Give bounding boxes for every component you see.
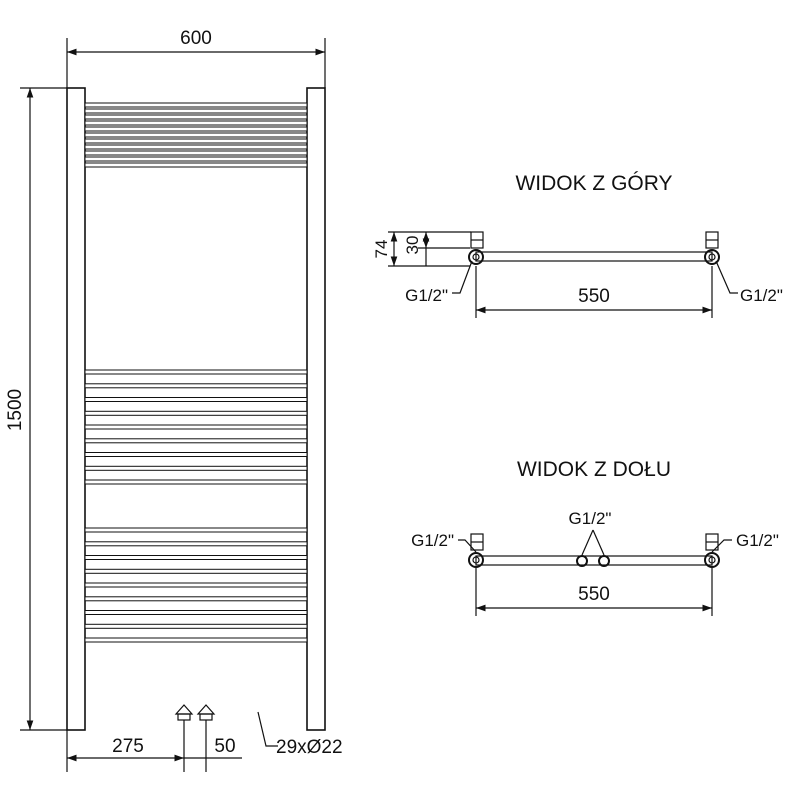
tube-10 (84, 156, 308, 162)
tube-25 (84, 582, 308, 588)
top-view-crossbar (475, 251, 713, 262)
top-right-connection-label: G1/2" (740, 286, 783, 305)
tube-7 (84, 138, 308, 144)
pipe-label: 30 (403, 236, 422, 255)
bottom-view-title: WIDOK Z DOŁU (517, 458, 671, 481)
tube-14 (84, 397, 308, 402)
bottom-view: WIDOK Z DOŁU G1/2" G1/2" G1/2" 550 (411, 458, 779, 616)
bottom-center-connection-label: G1/2" (569, 509, 612, 528)
tube-26 (84, 596, 308, 602)
bottom-right-connection-label: G1/2" (736, 531, 779, 550)
tube-28 (84, 623, 308, 629)
top-view-title: WIDOK Z GÓRY (515, 172, 672, 195)
tube-21 (84, 527, 308, 533)
offset-label: 275 (112, 736, 144, 757)
tube-4 (84, 120, 308, 126)
tube-20 (84, 479, 308, 485)
tube-23 (84, 555, 308, 560)
tube-3 (84, 114, 308, 120)
bottom-view-crossbar (475, 555, 713, 566)
tube-19 (84, 465, 308, 471)
tube-22 (84, 541, 308, 547)
right-post (306, 87, 326, 731)
height-label: 1500 (5, 389, 26, 431)
bottom-left-connection-label: G1/2" (411, 531, 454, 550)
top-view: WIDOK Z GÓRY 74 30 G1/2" G1/2" 550 (372, 172, 783, 318)
tubes-label: 29xØ22 (276, 737, 343, 758)
depth-label: 74 (372, 240, 391, 259)
left-post (66, 87, 86, 731)
tube-9 (84, 150, 308, 156)
width-label: 600 (180, 28, 212, 49)
tube-15 (84, 410, 308, 416)
tube-5 (84, 126, 308, 132)
tube-24 (84, 568, 308, 574)
tubes-leader (257, 711, 278, 747)
pipe-spacing-label: 50 (214, 736, 235, 757)
tube-18 (84, 452, 308, 457)
tube-16 (84, 424, 308, 430)
tube-11 (84, 162, 308, 168)
front-view: 600 1500 275 50 29xØ22 (5, 28, 343, 772)
bottom-connection-pipes (174, 704, 216, 772)
bottom-span-label: 550 (578, 584, 610, 605)
top-span-label: 550 (578, 286, 610, 307)
tube-1 (84, 102, 308, 108)
tube-17 (84, 438, 308, 444)
tube-29 (84, 637, 308, 643)
tube-2 (84, 108, 308, 114)
tube-8 (84, 144, 308, 150)
tube-set (84, 102, 308, 643)
tube-13 (84, 383, 308, 389)
tube-6 (84, 132, 308, 138)
tube-12 (84, 369, 308, 375)
top-left-connection-label: G1/2" (405, 286, 448, 305)
tube-27 (84, 610, 308, 615)
